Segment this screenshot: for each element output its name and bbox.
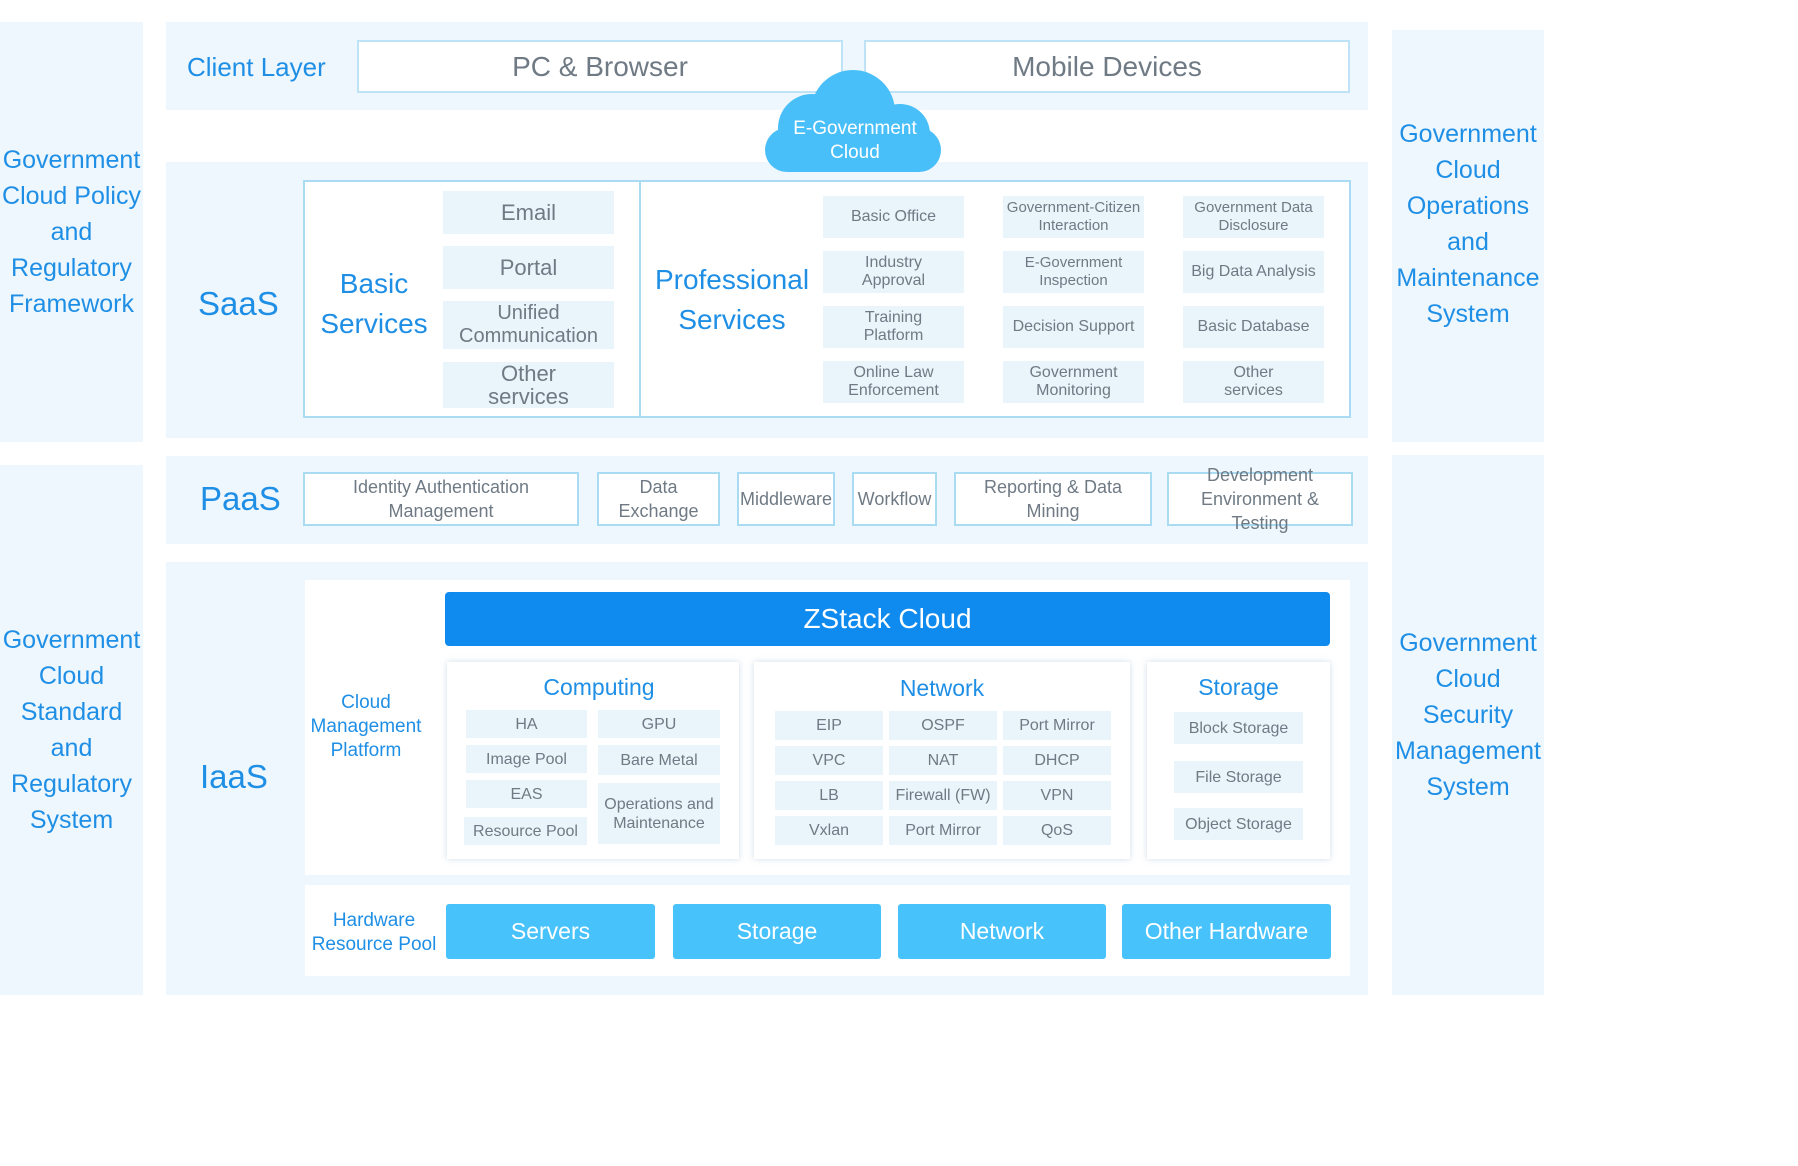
- computing-item-image-pool: Image Pool: [466, 745, 587, 773]
- e-government-cloud-icon: [765, 70, 941, 172]
- pro-item-big-data-analysis: Big Data Analysis: [1183, 251, 1324, 293]
- network-item-firewall: Firewall (FW): [889, 781, 997, 810]
- network-item-vxlan: Vxlan: [775, 816, 883, 845]
- saas-divider: [639, 181, 641, 417]
- e-government-cloud-label: E-Government Cloud: [793, 118, 917, 163]
- pro-item-basic-office: Basic Office: [823, 196, 964, 238]
- basic-item-portal: Portal: [443, 246, 614, 289]
- saas-label: SaaS: [198, 285, 279, 322]
- hardware-network: Network: [898, 904, 1106, 959]
- network-item-vpn: VPN: [1003, 781, 1111, 810]
- client-layer-label: Client Layer: [187, 52, 326, 82]
- paas-label: PaaS: [200, 480, 281, 517]
- paas-item-workflow: Workflow: [852, 472, 937, 526]
- storage-item-file-storage: File Storage: [1174, 761, 1303, 793]
- computing-item-resource-pool: Resource Pool: [464, 817, 587, 845]
- network-item-port-mirror-2: Port Mirror: [889, 816, 997, 845]
- hardware-servers: Servers: [446, 904, 655, 959]
- computing-item-gpu: GPU: [598, 710, 720, 738]
- network-item-dhcp: DHCP: [1003, 746, 1111, 775]
- network-item-port-mirror: Port Mirror: [1003, 711, 1111, 740]
- computing-item-eas: EAS: [466, 780, 587, 808]
- pro-item-decision-support: Decision Support: [1003, 306, 1144, 348]
- policy-framework-panel: Government Cloud Policy and Regulatory F…: [0, 22, 143, 442]
- pro-item-government-monitoring: Government Monitoring: [1003, 361, 1144, 403]
- pro-item-e-government-inspection: E-Government Inspection: [1003, 251, 1144, 293]
- computing-item-bare-metal: Bare Metal: [598, 745, 720, 775]
- paas-item-middleware: Middleware: [737, 472, 835, 526]
- pro-item-basic-database: Basic Database: [1183, 306, 1324, 348]
- network-title: Network: [899, 674, 985, 701]
- hardware-storage: Storage: [673, 904, 881, 959]
- paas-item-development-environment-testing: Development Environment & Testing: [1167, 465, 1353, 533]
- pro-item-training-platform: Training Platform: [823, 306, 964, 348]
- pro-item-other-services: Other services: [1183, 361, 1324, 403]
- basic-item-email: Email: [443, 191, 614, 234]
- pro-item-online-law-enforcement: Online Law Enforcement: [823, 361, 964, 403]
- paas-item-data-exchange: Data Exchange: [597, 472, 720, 526]
- security-system-panel: Government Cloud Security Management Sys…: [1392, 455, 1544, 995]
- storage-item-object-storage: Object Storage: [1174, 808, 1303, 840]
- zstack-cloud-banner: ZStack Cloud: [445, 592, 1330, 646]
- computing-item-operations-maintenance: Operations and Maintenance: [598, 783, 720, 844]
- cloud-management-platform-label: Cloud Management Platform: [310, 692, 422, 761]
- client-mobile-devices: Mobile Devices: [864, 40, 1350, 93]
- paas-item-reporting-data-mining: Reporting & Data Mining: [954, 472, 1152, 526]
- network-item-vpc: VPC: [775, 746, 883, 775]
- hardware-other-hardware: Other Hardware: [1122, 904, 1331, 959]
- professional-services-title: Professional Services: [654, 264, 810, 335]
- basic-item-unified-communication: Unified Communication: [443, 301, 614, 349]
- standard-system-panel: Government Cloud Standard and Regulatory…: [0, 465, 143, 995]
- storage-title: Storage: [1198, 673, 1279, 700]
- basic-services-title: Basic Services: [320, 268, 428, 339]
- hardware-resource-pool-label: Hardware Resource Pool: [311, 910, 437, 955]
- pro-item-industry-approval: Industry Approval: [823, 251, 964, 293]
- network-item-nat: NAT: [889, 746, 997, 775]
- pro-item-government-data-disclosure: Government Data Disclosure: [1183, 196, 1324, 238]
- computing-title: Computing: [543, 673, 655, 700]
- basic-item-other-services: Other services: [443, 362, 614, 408]
- network-item-ospf: OSPF: [889, 711, 997, 740]
- client-pc-browser: PC & Browser: [357, 40, 843, 93]
- network-item-eip: EIP: [775, 711, 883, 740]
- operations-system-panel: Government Cloud Operations and Maintena…: [1392, 30, 1544, 442]
- computing-item-ha: HA: [466, 710, 587, 738]
- pro-item-government-citizen-interaction: Government-Citizen Interaction: [1003, 196, 1144, 238]
- iaas-label: IaaS: [200, 758, 268, 795]
- professional-services-grid: Basic Office Government-Citizen Interact…: [823, 196, 1325, 404]
- paas-item-identity-authentication: Identity Authentication Management: [303, 472, 579, 526]
- network-grid: EIP OSPF Port Mirror VPC NAT DHCP LB Fir…: [775, 711, 1111, 845]
- network-item-lb: LB: [775, 781, 883, 810]
- storage-item-block-storage: Block Storage: [1174, 712, 1303, 744]
- network-item-qos: QoS: [1003, 816, 1111, 845]
